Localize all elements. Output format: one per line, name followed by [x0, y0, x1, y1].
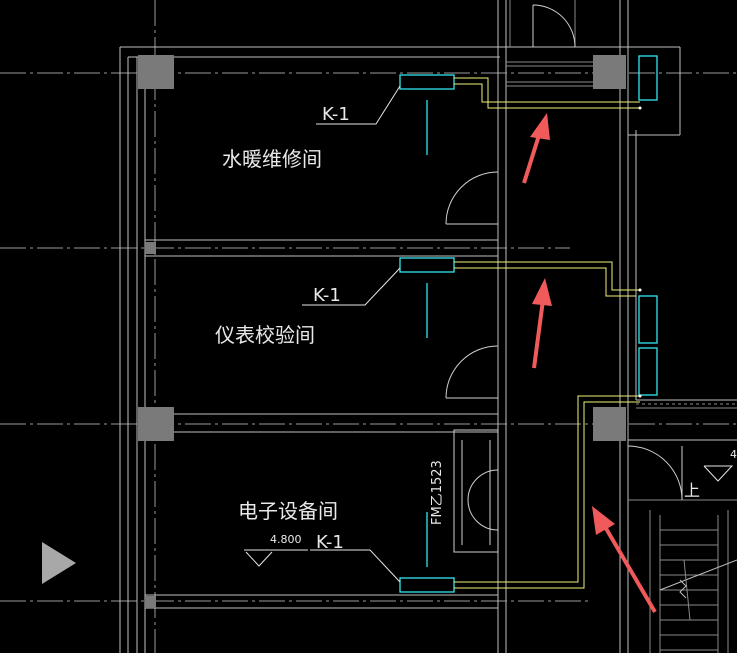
tag-leaders — [302, 85, 401, 583]
ac-unit-1 — [399, 74, 455, 90]
stair-up-label: 上 — [684, 481, 700, 500]
elevation-value: 4.800 — [270, 533, 302, 546]
unit-tag-2: K-1 — [313, 285, 341, 306]
level-triangle-icon — [703, 465, 734, 482]
right-edge-digit: 4 — [730, 448, 737, 461]
room-labels: K-1 水暖维修间 K-1 仪表校验间 K-1 电子设备间 — [215, 104, 350, 553]
door-tag: FM乙1523 — [430, 460, 445, 525]
columns — [138, 55, 626, 608]
arrow-3 — [592, 506, 657, 614]
outdoor-unit-2 — [638, 295, 658, 344]
outdoor-unit-1 — [638, 55, 658, 101]
play-triangle-icon — [42, 542, 76, 584]
room-name-2: 仪表校验间 — [215, 323, 315, 347]
ac-units — [399, 55, 658, 593]
door-swings — [445, 4, 683, 553]
stair-treads — [636, 403, 737, 651]
ac-unit-3 — [399, 577, 455, 593]
arrow-1 — [522, 113, 550, 184]
walls — [119, 0, 737, 653]
unit-tag-3: K-1 — [316, 532, 344, 553]
outdoor-unit-3 — [638, 347, 658, 396]
unit-tag-1: K-1 — [322, 104, 350, 125]
room-name-1: 水暖维修间 — [222, 147, 322, 171]
elevation-mark: 4.800 — [244, 533, 308, 567]
arrow-2 — [532, 278, 552, 369]
annotation-arrows — [522, 113, 657, 614]
ac-unit-2 — [399, 257, 455, 273]
refrigerant-pipes — [454, 77, 642, 589]
room-name-3: 电子设备间 — [238, 499, 338, 523]
